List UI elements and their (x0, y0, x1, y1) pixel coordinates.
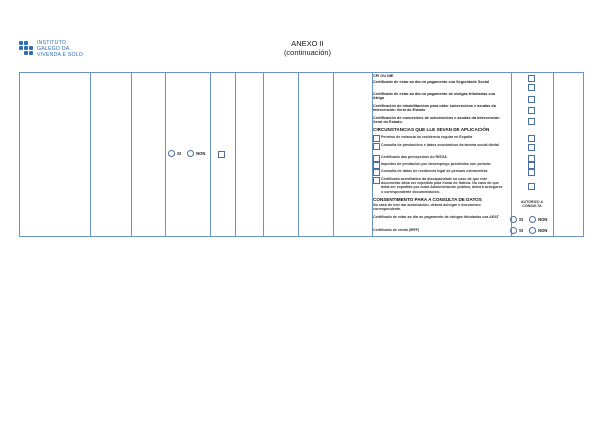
authorize-label: AUTORIZO A CONSULTA (520, 200, 544, 209)
doc-item-3: Certificación de inhabilitacións para ob… (373, 104, 496, 113)
section-circunstancias: CIRCUNSTANCIAS QUE LLE SEVAN DE APLICACI… (373, 127, 490, 132)
logo: INSTITUTO GALEGO DA VIVENDA E SOLO (19, 40, 83, 58)
consent-1-no-label: NON (538, 217, 548, 222)
right-checkbox-9[interactable] (528, 162, 535, 169)
circ-checkbox-3[interactable] (373, 155, 380, 162)
table-column-divider (90, 73, 91, 236)
right-checkbox-4[interactable] (528, 107, 535, 114)
logo-line-1: INSTITUTO (37, 40, 67, 46)
annex-title: ANEXO II (291, 39, 324, 48)
doc-item-2: Certificado de estar ao día no pagamento… (373, 92, 495, 101)
annex-subtitle: (continuación) (283, 48, 332, 57)
consent-1-radio-group: SI NON (510, 216, 552, 223)
id-heading: CPI OU NIE (373, 74, 394, 78)
table-column-divider (553, 73, 554, 236)
yes-no-radio-group: SI NON (168, 150, 210, 157)
doc-item-1: Certificado de estar ao día no pagamento… (373, 80, 490, 84)
right-checkbox-11[interactable] (528, 183, 535, 190)
circ-item-1: Permiso de estancia ou residencia regula… (381, 135, 473, 139)
table-column-divider (235, 73, 236, 236)
right-checkbox-7[interactable] (528, 144, 535, 151)
circ-item-5: Consulta de datos de residencia legal de… (381, 169, 488, 173)
right-checkbox-10[interactable] (528, 169, 535, 176)
consent-2-no-label: NON (538, 228, 548, 233)
row-checkbox[interactable] (218, 151, 225, 158)
consent-text: No caso de non dar autorización, deberá … (373, 203, 481, 212)
consent-1-yes-label: SI (519, 217, 523, 222)
doc-item-4: Certificación de concesións de subvenció… (373, 116, 500, 125)
radio-yes[interactable] (168, 150, 175, 157)
consent-item-2: Certificado de renda (IRPF) (373, 228, 420, 232)
table-column-divider (372, 73, 373, 236)
right-checkbox-1[interactable] (528, 75, 535, 82)
table-column-divider (165, 73, 166, 236)
logo-icon (19, 41, 33, 55)
radio-no[interactable] (187, 150, 195, 157)
consent-1-radio-yes[interactable] (510, 216, 517, 223)
circ-item-6: Certificado acreditativo da discapacidad… (381, 177, 503, 194)
table-column-divider (511, 73, 512, 236)
table-column-divider (131, 73, 132, 236)
section-consentimento: CONSENTIMENTO PARA A CONSULTA DE DATOS (373, 197, 482, 202)
circ-item-3: Certificado das percepcións do RISGA (381, 155, 447, 159)
table-column-divider (298, 73, 299, 236)
consent-item-1: Certificado de estar ao día no pagamento… (373, 215, 499, 219)
table-column-divider (333, 73, 334, 236)
circ-item-2: Consulta de prestacións e datos económic… (381, 143, 499, 147)
circ-checkbox-5[interactable] (373, 169, 380, 176)
table-column-divider (263, 73, 264, 236)
radio-yes-label: SI (177, 151, 181, 156)
consent-2-radio-no[interactable] (529, 227, 537, 234)
table-column-divider (210, 73, 211, 236)
circ-item-4: Importes de prestación por desemprego pe… (381, 162, 491, 166)
consent-2-radio-yes[interactable] (510, 227, 517, 234)
radio-no-label: NON (196, 151, 206, 156)
right-checkbox-2[interactable] (528, 84, 535, 91)
right-checkbox-5[interactable] (528, 118, 535, 125)
logo-line-2: GALEGO DA (37, 46, 70, 52)
page-title: ANEXO II (continuación) (0, 39, 615, 57)
consent-1-radio-no[interactable] (529, 216, 537, 223)
circ-checkbox-6[interactable] (373, 177, 380, 184)
consent-2-radio-group: SI NON (510, 227, 552, 234)
form-table (19, 72, 584, 237)
right-checkbox-6[interactable] (528, 135, 535, 142)
logo-line-3: VIVENDA E SOLO (37, 52, 84, 58)
circ-checkbox-4[interactable] (373, 162, 380, 169)
right-checkbox-3[interactable] (528, 96, 535, 103)
consent-2-yes-label: SI (519, 228, 523, 233)
right-checkbox-8[interactable] (528, 155, 535, 162)
circ-checkbox-1[interactable] (373, 135, 380, 142)
circ-checkbox-2[interactable] (373, 143, 380, 150)
